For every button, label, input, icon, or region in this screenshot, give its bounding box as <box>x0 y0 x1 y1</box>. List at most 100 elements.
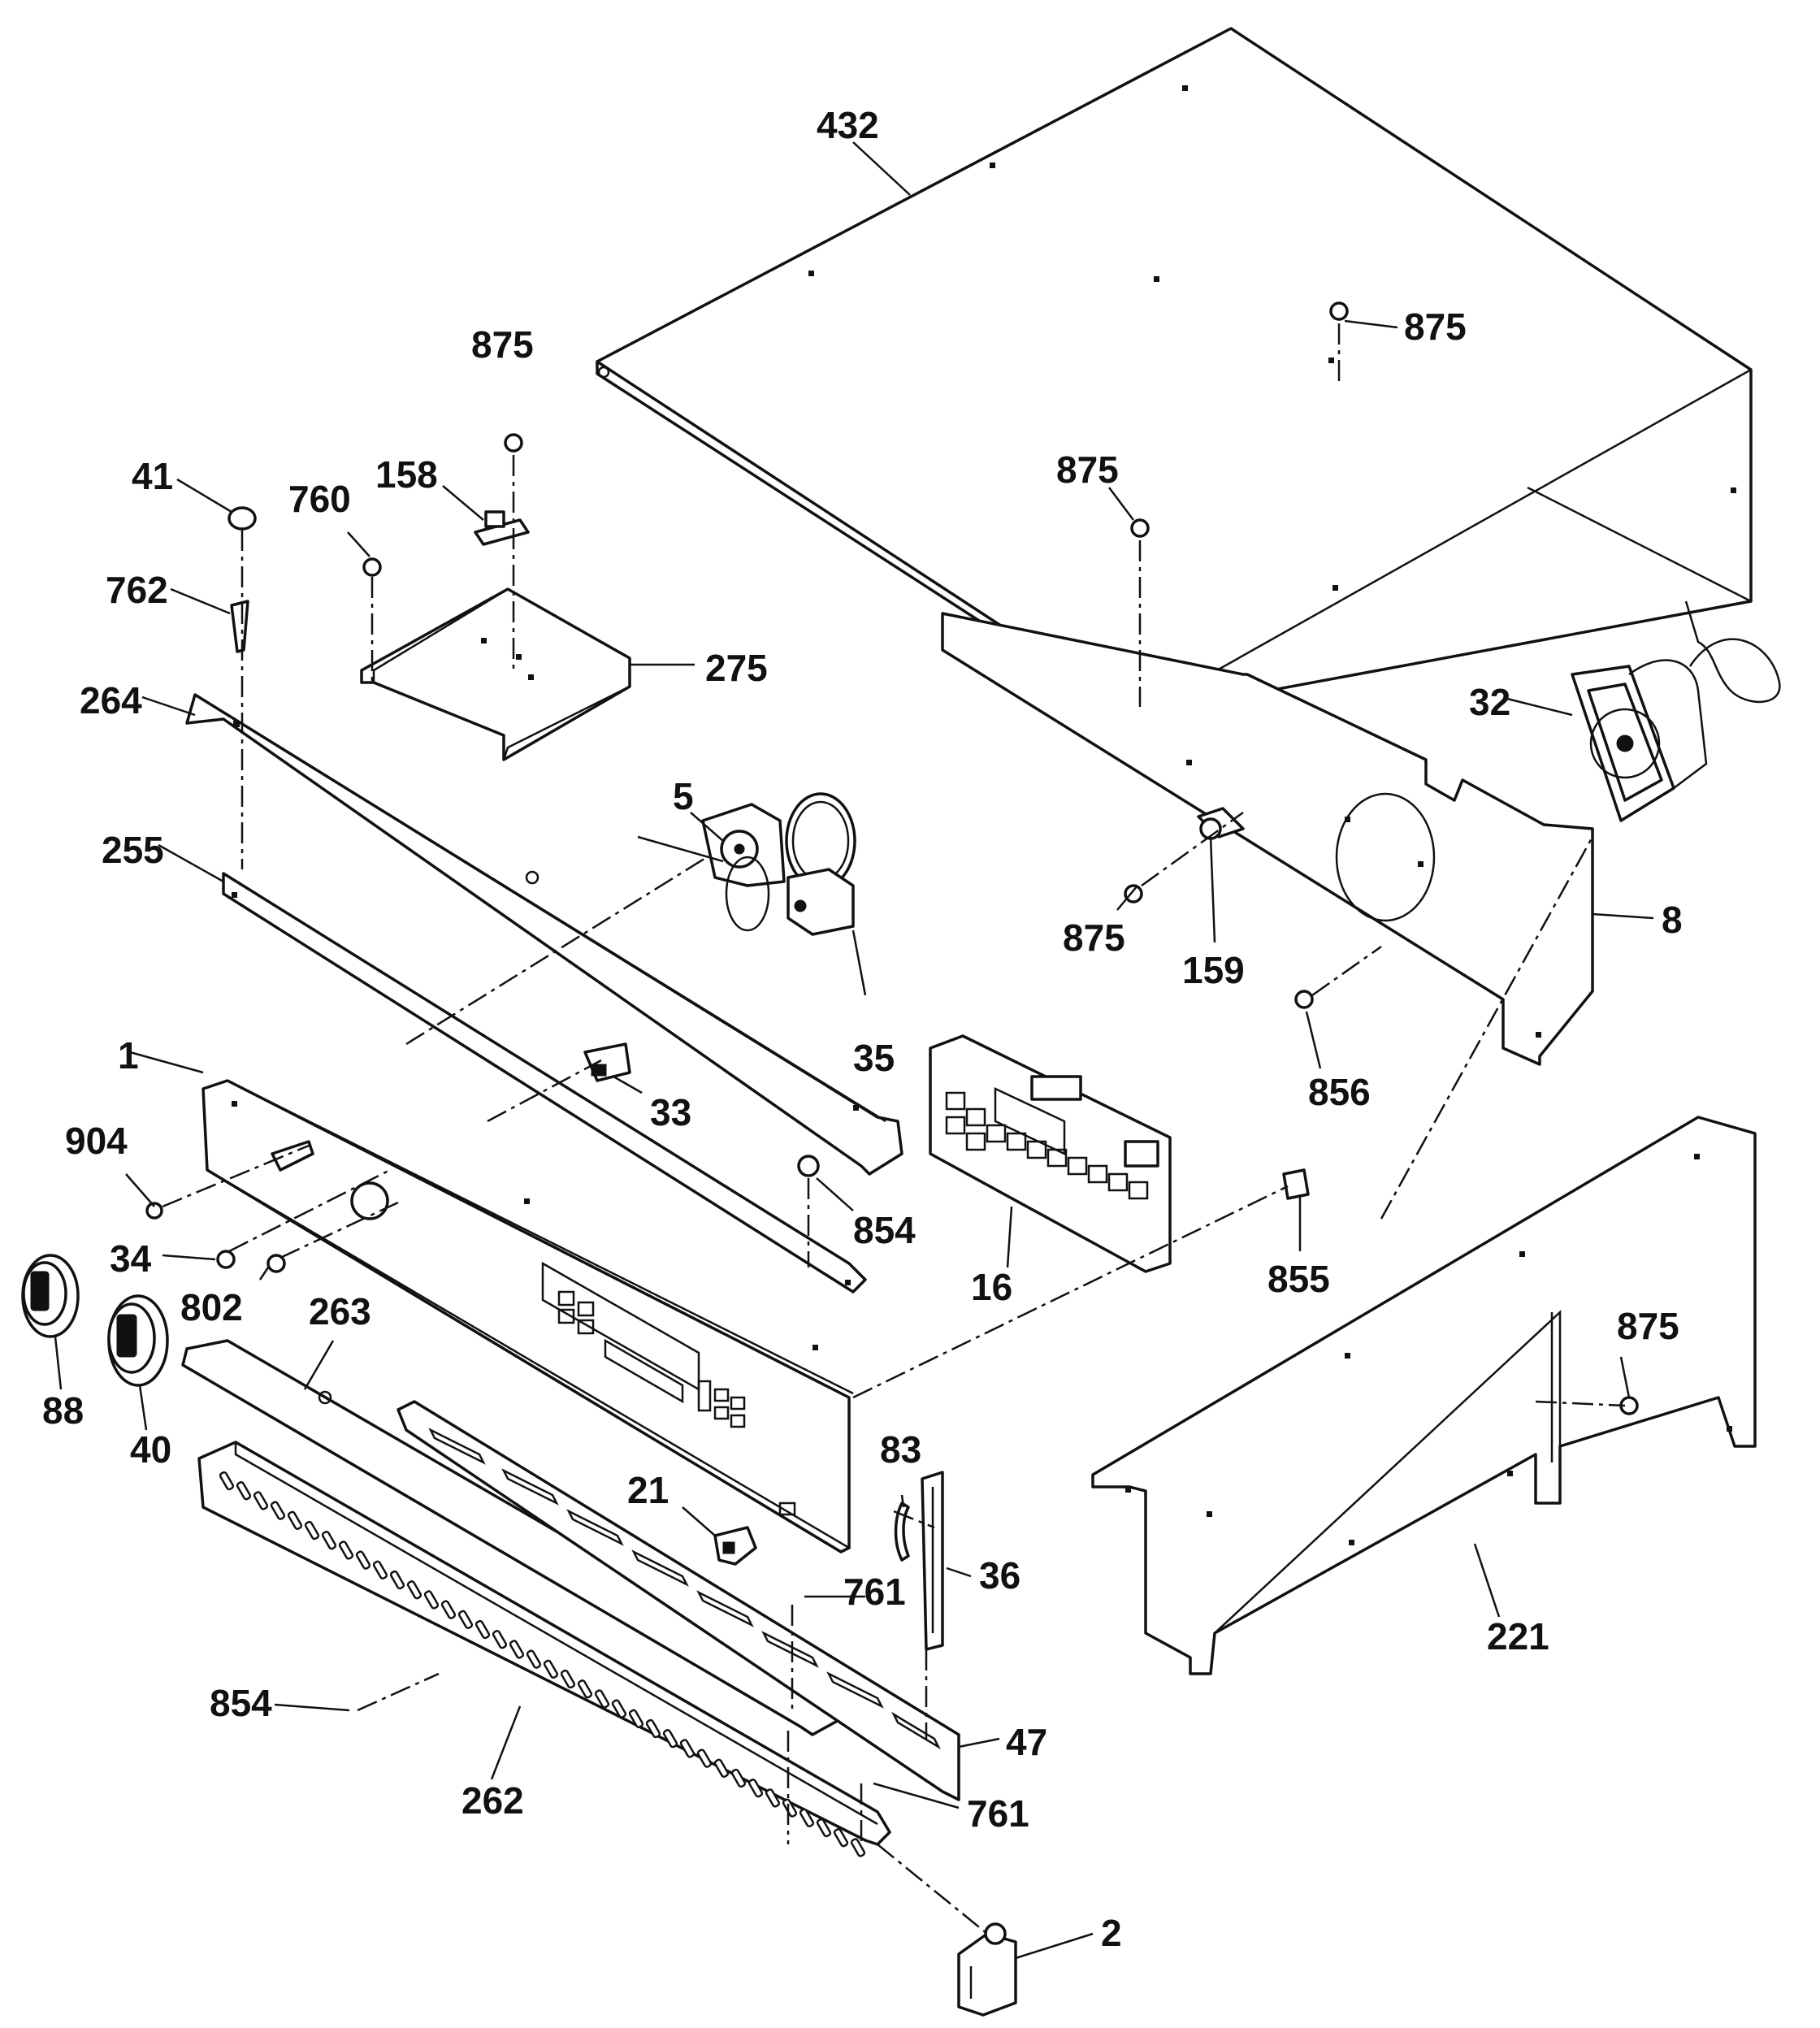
callout-854-right: 854 <box>853 1209 916 1251</box>
hinge-part-36 <box>921 1471 944 1651</box>
callout-1: 1 <box>118 1034 139 1077</box>
switch-part-35 <box>785 792 856 936</box>
latch-part-21 <box>713 1526 757 1566</box>
grille-slot <box>270 1501 286 1520</box>
grille-slot <box>355 1550 371 1570</box>
vent-grille-part-262 <box>197 1441 891 1857</box>
screw-part-760 <box>362 557 382 577</box>
screw-part-762 <box>230 600 249 653</box>
callout-875-center: 875 <box>1056 448 1119 491</box>
grille-slot <box>509 1640 525 1659</box>
callout-83: 83 <box>880 1428 921 1471</box>
grille-slot <box>748 1779 764 1798</box>
screw-part-855 <box>1282 1168 1310 1200</box>
grille-slot <box>236 1481 252 1501</box>
screw-part-875-c <box>1130 518 1150 538</box>
thermostat-part-158 <box>474 510 530 546</box>
grille-slot <box>799 1808 815 1828</box>
grille-slot <box>406 1580 422 1600</box>
switch-part-33 <box>583 1042 631 1082</box>
grille-slot <box>611 1699 627 1718</box>
callout-875-left-rear: 875 <box>1063 916 1125 959</box>
callout-159: 159 <box>1182 949 1245 991</box>
grille-slot <box>543 1659 559 1679</box>
trim-strip-part-264 <box>185 693 904 1176</box>
grille-slot <box>765 1788 781 1808</box>
callout-762: 762 <box>106 569 168 611</box>
side-panel-part-221 <box>1091 1116 1757 1675</box>
grille-slot <box>526 1649 542 1669</box>
grille-slot <box>628 1709 644 1729</box>
callout-855: 855 <box>1268 1258 1330 1300</box>
callout-88: 88 <box>42 1389 84 1432</box>
callout-158: 158 <box>375 453 438 496</box>
callout-263: 263 <box>309 1290 371 1332</box>
grille-slot <box>321 1531 337 1550</box>
rear-panel-part-8 <box>941 612 1594 1066</box>
grille-slot <box>594 1689 610 1709</box>
callout-255: 255 <box>102 829 164 871</box>
callout-34: 34 <box>110 1237 152 1280</box>
callout-802: 802 <box>180 1286 243 1328</box>
grille-slot <box>304 1520 320 1540</box>
callout-875-top-left: 875 <box>471 323 534 366</box>
callout-2: 2 <box>1101 1912 1122 1954</box>
callout-40: 40 <box>130 1428 171 1471</box>
grille-slot <box>423 1590 440 1610</box>
callout-760: 760 <box>288 478 351 520</box>
bearing-plate <box>350 1181 389 1220</box>
grille-slot <box>662 1729 678 1748</box>
screw-part-875-a <box>504 433 523 453</box>
grille-slot <box>696 1748 713 1768</box>
grille-slot <box>440 1600 457 1619</box>
grille-slot <box>730 1768 747 1788</box>
callout-41: 41 <box>132 455 173 497</box>
callout-875-top-right: 875 <box>1404 306 1467 348</box>
fan-part-32 <box>1571 600 1781 822</box>
grille-slot <box>645 1718 661 1739</box>
control-board-part-16 <box>929 1034 1172 1273</box>
grille-slot <box>389 1570 405 1590</box>
callout-labels: 432 875 875 875 41 760 158 762 275 264 3… <box>42 104 1683 1954</box>
screw-part-856 <box>1294 990 1314 1009</box>
callout-275: 275 <box>705 647 768 689</box>
grille-slot <box>560 1669 576 1689</box>
leader-lines <box>54 141 1654 1960</box>
callout-854-left: 854 <box>210 1682 272 1724</box>
knob-part-40 <box>107 1294 169 1387</box>
grille-slot <box>474 1619 491 1640</box>
callout-761-lower: 761 <box>967 1792 1029 1835</box>
screw-part-875-b <box>1329 301 1349 321</box>
grille-slot <box>816 1818 832 1838</box>
callout-33: 33 <box>650 1091 691 1133</box>
callout-221: 221 <box>1487 1615 1549 1658</box>
trim-part-263 <box>181 1339 851 1736</box>
spring-part-83 <box>894 1502 910 1562</box>
grille-slot <box>457 1610 474 1630</box>
screw-part-875-d <box>1124 884 1143 904</box>
grille-slot <box>833 1828 849 1848</box>
grille-slot <box>577 1679 593 1699</box>
grille-slot <box>492 1630 508 1649</box>
bracket-part-2 <box>957 1922 1017 2017</box>
grille-slot <box>850 1838 866 1857</box>
bracket-part-275 <box>360 587 631 761</box>
knob-part-88 <box>21 1254 80 1338</box>
grille-slot <box>287 1510 303 1531</box>
callout-16: 16 <box>971 1266 1012 1308</box>
callout-32: 32 <box>1469 681 1510 723</box>
grille-slot <box>679 1739 696 1758</box>
grille-slot <box>219 1471 235 1491</box>
grille-slot <box>253 1491 269 1510</box>
callout-35: 35 <box>853 1037 895 1079</box>
screw-part-802 <box>266 1254 286 1273</box>
grille-slot <box>713 1758 730 1779</box>
callout-5: 5 <box>673 775 694 817</box>
callout-432: 432 <box>817 104 879 146</box>
callout-262: 262 <box>462 1779 524 1822</box>
assembly-lines <box>162 323 1626 1935</box>
callout-36: 36 <box>979 1554 1020 1597</box>
screw-part-904 <box>145 1202 163 1220</box>
motor-part-5 <box>637 803 786 932</box>
